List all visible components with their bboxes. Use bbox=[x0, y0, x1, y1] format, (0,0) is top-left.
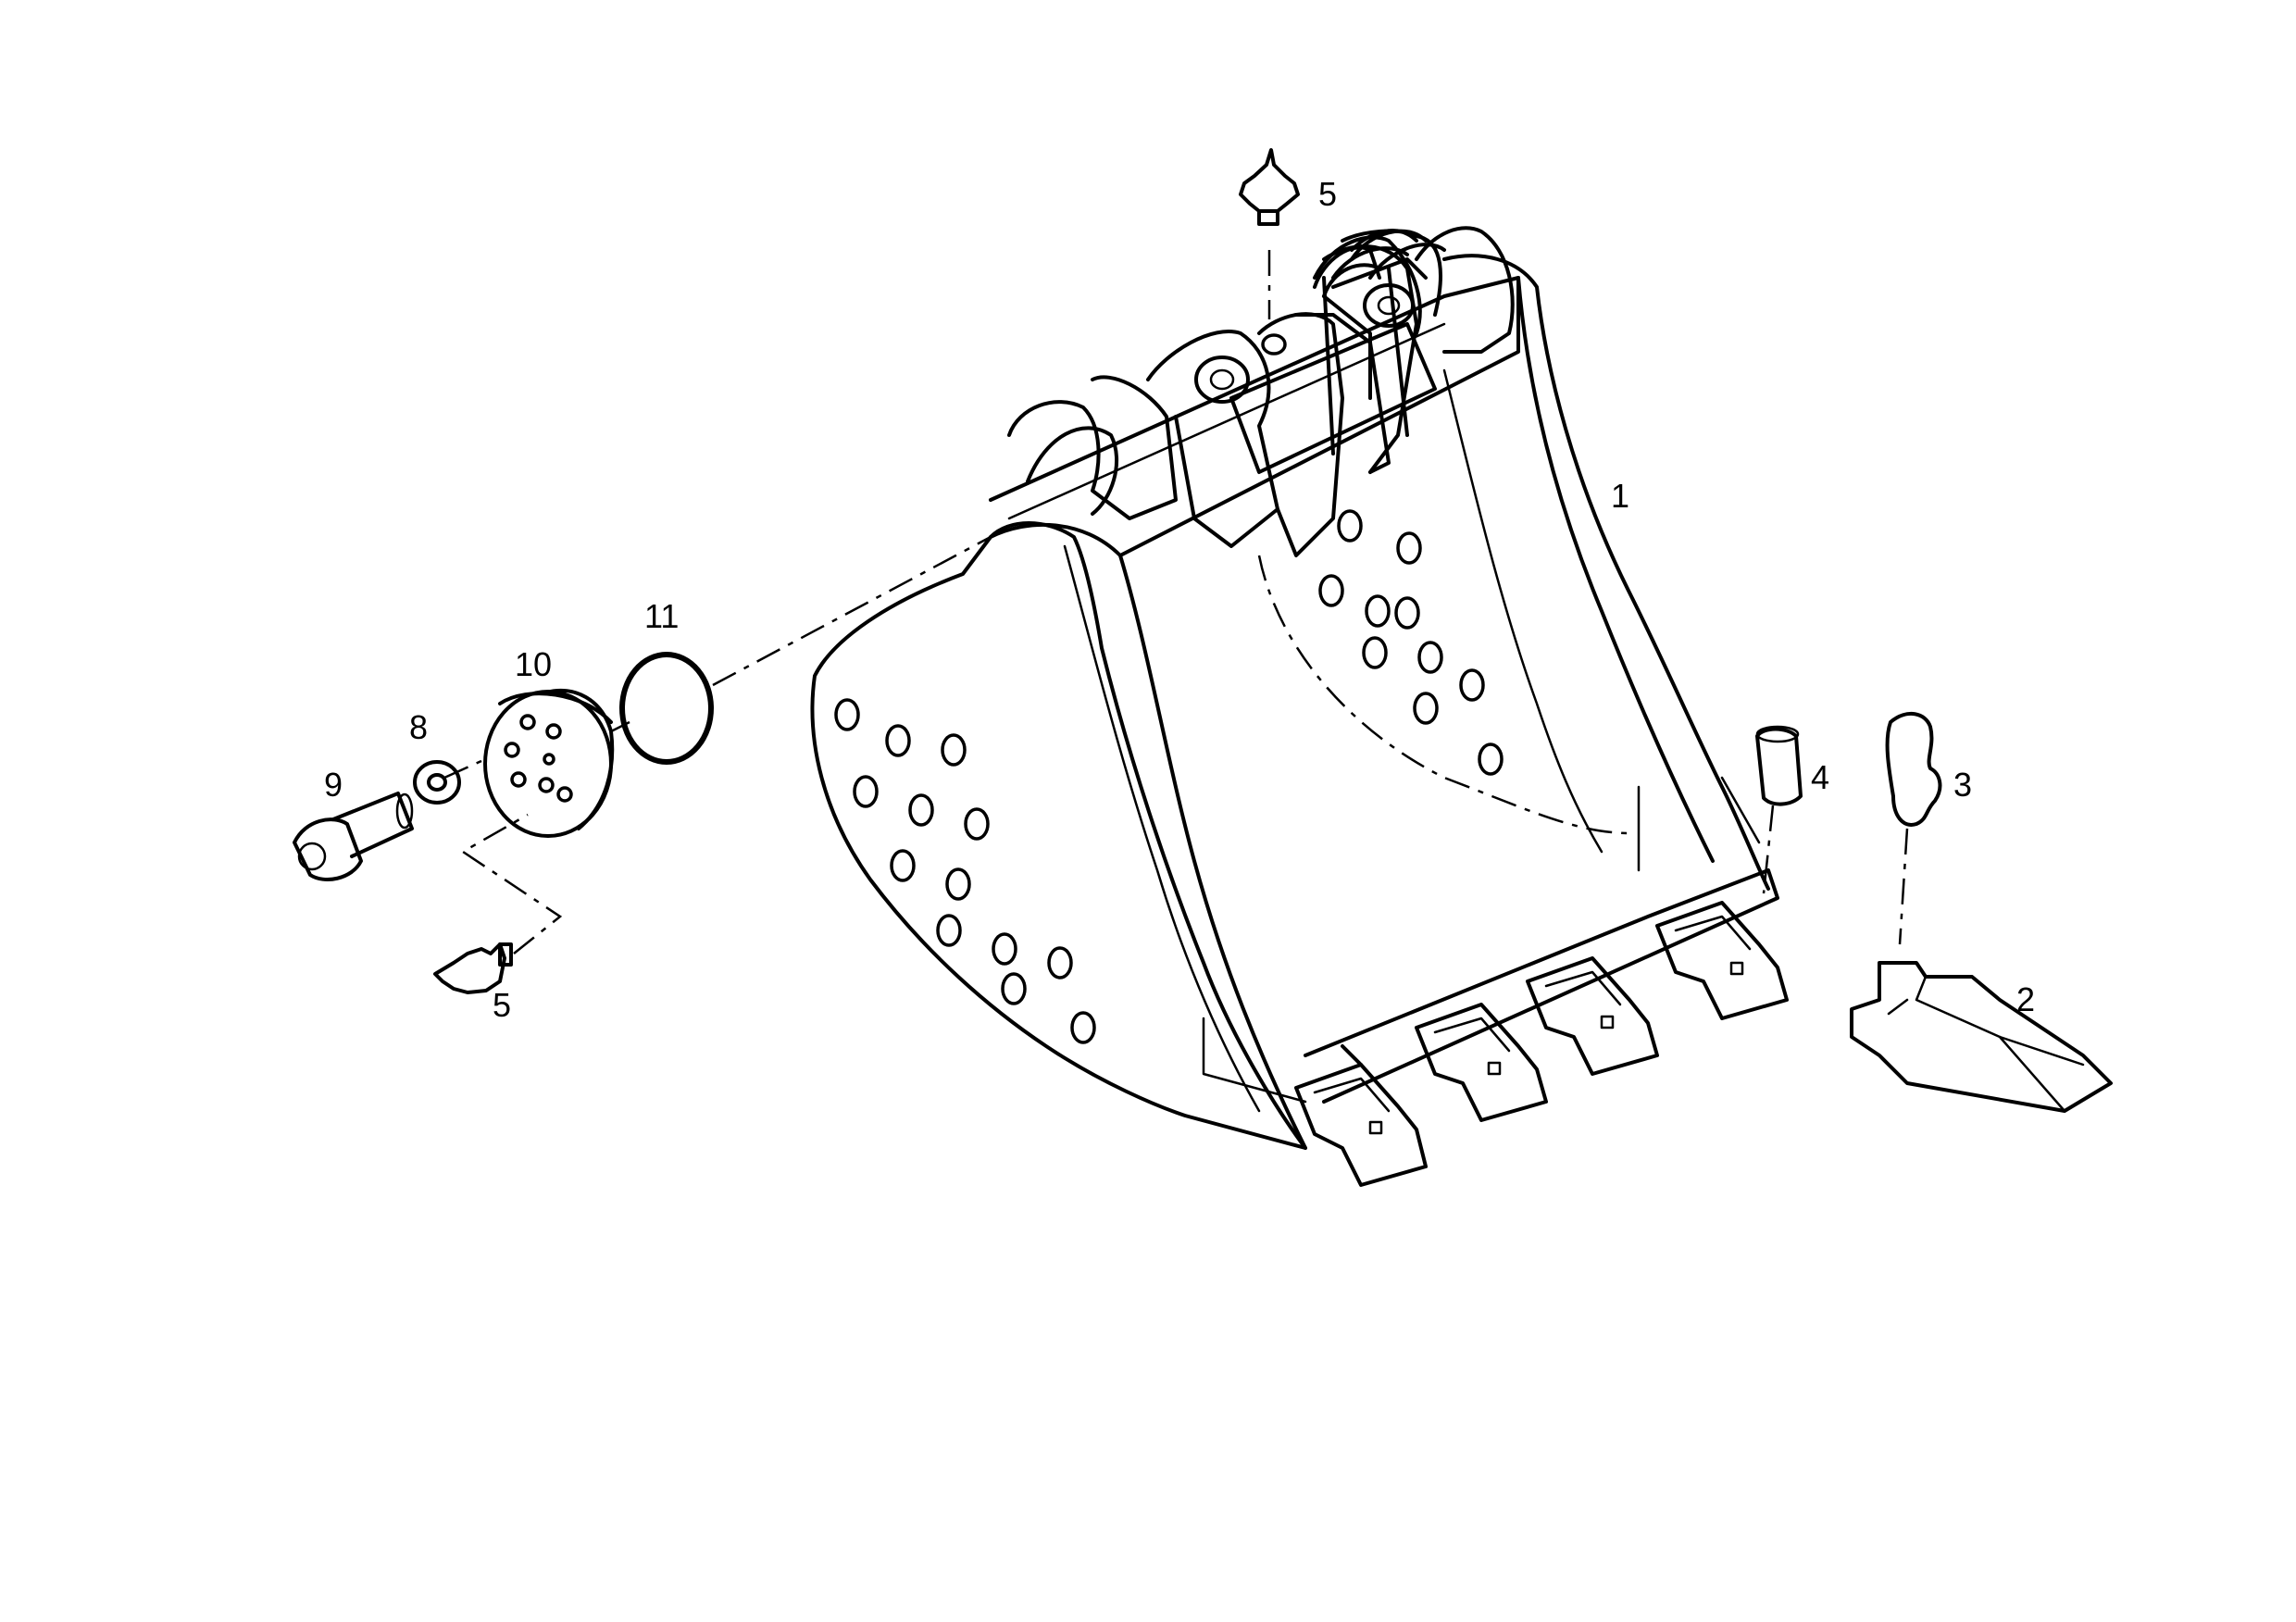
o-ring-part[interactable] bbox=[619, 652, 714, 765]
callout-10: 10 bbox=[515, 645, 552, 683]
mounting-lugs bbox=[1007, 226, 1515, 557]
grease-nipple-bottom[interactable] bbox=[433, 813, 563, 994]
callout-4: 4 bbox=[1811, 758, 1829, 796]
callout-5-top: 5 bbox=[1318, 175, 1337, 213]
callout-9: 9 bbox=[324, 766, 343, 804]
grease-nipple-top[interactable] bbox=[1239, 148, 1300, 319]
assembly-axis-line bbox=[443, 535, 992, 780]
callout-5-bottom: 5 bbox=[493, 986, 511, 1024]
bucket-body[interactable] bbox=[810, 254, 1779, 1150]
callout-3: 3 bbox=[1953, 766, 1972, 804]
callout-1: 1 bbox=[1611, 477, 1629, 515]
bucket-teeth bbox=[1294, 901, 1789, 1187]
callout-11: 11 bbox=[644, 597, 679, 635]
retaining-pin-part[interactable] bbox=[1755, 725, 1803, 894]
callout-8: 8 bbox=[409, 708, 428, 746]
bushing-part[interactable] bbox=[483, 688, 615, 838]
side-plate-holes bbox=[834, 509, 1504, 1044]
tooth-adapter-part[interactable] bbox=[1850, 961, 2113, 1113]
lock-wedge-part[interactable] bbox=[1885, 712, 1942, 945]
bolt-part[interactable] bbox=[293, 792, 414, 881]
callout-2: 2 bbox=[2016, 980, 2035, 1018]
washer-part[interactable] bbox=[413, 760, 461, 805]
